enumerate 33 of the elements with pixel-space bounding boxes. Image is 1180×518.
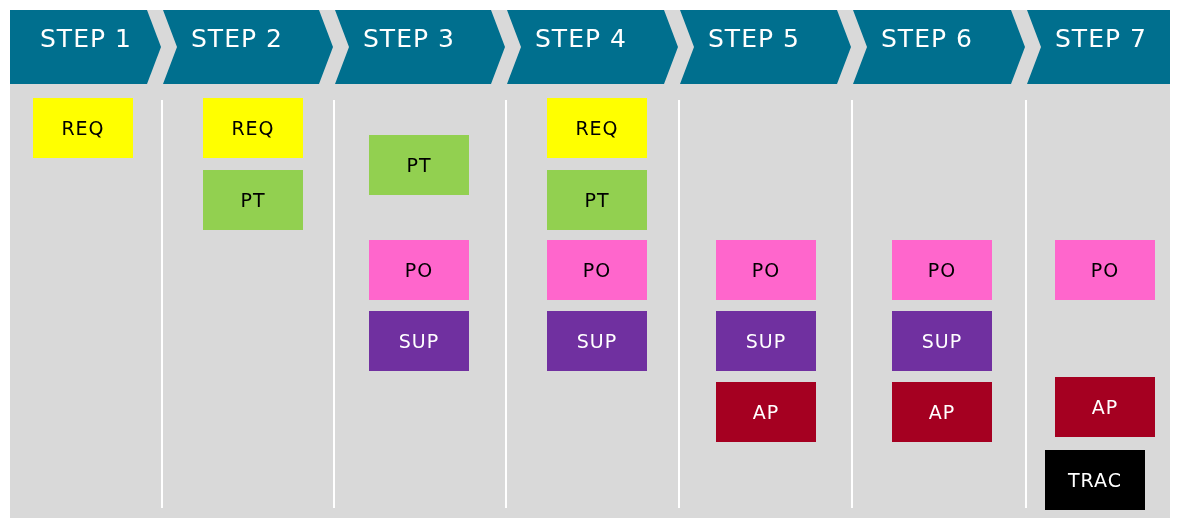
step-column	[10, 10, 163, 518]
step-label: STEP 1	[40, 24, 132, 53]
document-tile: REQ	[33, 98, 133, 158]
step-label: STEP 2	[191, 24, 283, 53]
document-tile: PO	[892, 240, 992, 300]
step-column	[335, 10, 507, 518]
document-tile: SUP	[716, 311, 816, 371]
document-tile: SUP	[892, 311, 992, 371]
step-column	[853, 10, 1027, 518]
step-label: STEP 3	[363, 24, 455, 53]
step-label: STEP 5	[708, 24, 800, 53]
step-column	[163, 10, 335, 518]
document-tile: REQ	[203, 98, 303, 158]
document-tile: PT	[369, 135, 469, 195]
step-label: STEP 6	[881, 24, 973, 53]
document-tile: PO	[547, 240, 647, 300]
step-label: STEP 7	[1055, 24, 1147, 53]
document-tile: PT	[203, 170, 303, 230]
step-column	[507, 10, 680, 518]
document-tile: TRAC	[1045, 450, 1145, 510]
document-tile: SUP	[547, 311, 647, 371]
document-tile: AP	[1055, 377, 1155, 437]
document-tile: SUP	[369, 311, 469, 371]
document-tile: PO	[369, 240, 469, 300]
document-tile: AP	[716, 382, 816, 442]
document-tile: PT	[547, 170, 647, 230]
document-tile: PO	[1055, 240, 1155, 300]
step-column	[680, 10, 853, 518]
document-tile: PO	[716, 240, 816, 300]
step-label: STEP 4	[535, 24, 627, 53]
document-tile: AP	[892, 382, 992, 442]
step-column	[1027, 10, 1170, 518]
document-tile: REQ	[547, 98, 647, 158]
